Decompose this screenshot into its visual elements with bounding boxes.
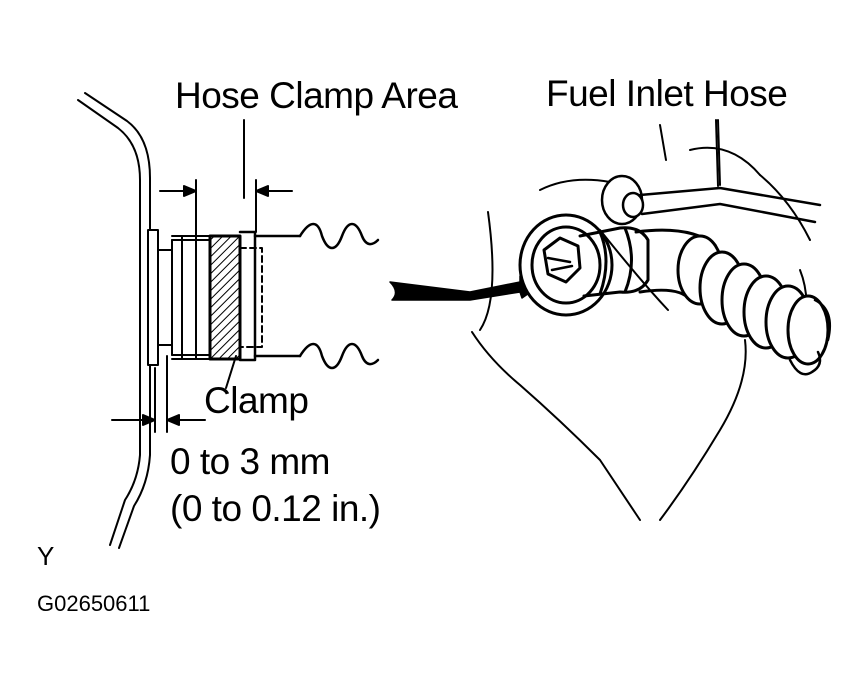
- clamp-alternate-outline: [239, 247, 263, 348]
- hose-clamp: [208, 234, 242, 361]
- gap-in-label: (0 to 0.12 in.): [170, 488, 381, 529]
- figure-code: G02650611: [37, 591, 151, 616]
- view-letter: Y: [37, 541, 55, 571]
- engine-contour: [471, 119, 811, 521]
- body-panel: [77, 92, 151, 549]
- fuel-inlet-fitting: [518, 213, 650, 317]
- clamp-leader: [225, 355, 237, 389]
- hose-clamp-area-label: Hose Clamp Area: [175, 75, 458, 116]
- corrugated-protector: [698, 250, 832, 376]
- vacuum-fitting: [600, 174, 822, 226]
- clamp-label: Clamp: [204, 380, 309, 421]
- fuel-pipe-section: [171, 235, 211, 360]
- hose-outline: [238, 222, 380, 370]
- hose-clamp-area-dimension: [159, 119, 293, 237]
- fuel-inlet-hose-leader: [715, 119, 719, 187]
- gap-mm-label: 0 to 3 mm: [170, 441, 331, 482]
- fuel-inlet-hose-label: Fuel Inlet Hose: [546, 73, 788, 114]
- pipe-flange: [147, 229, 173, 366]
- gap-dimension: [111, 355, 206, 433]
- direction-arrow: [389, 275, 543, 301]
